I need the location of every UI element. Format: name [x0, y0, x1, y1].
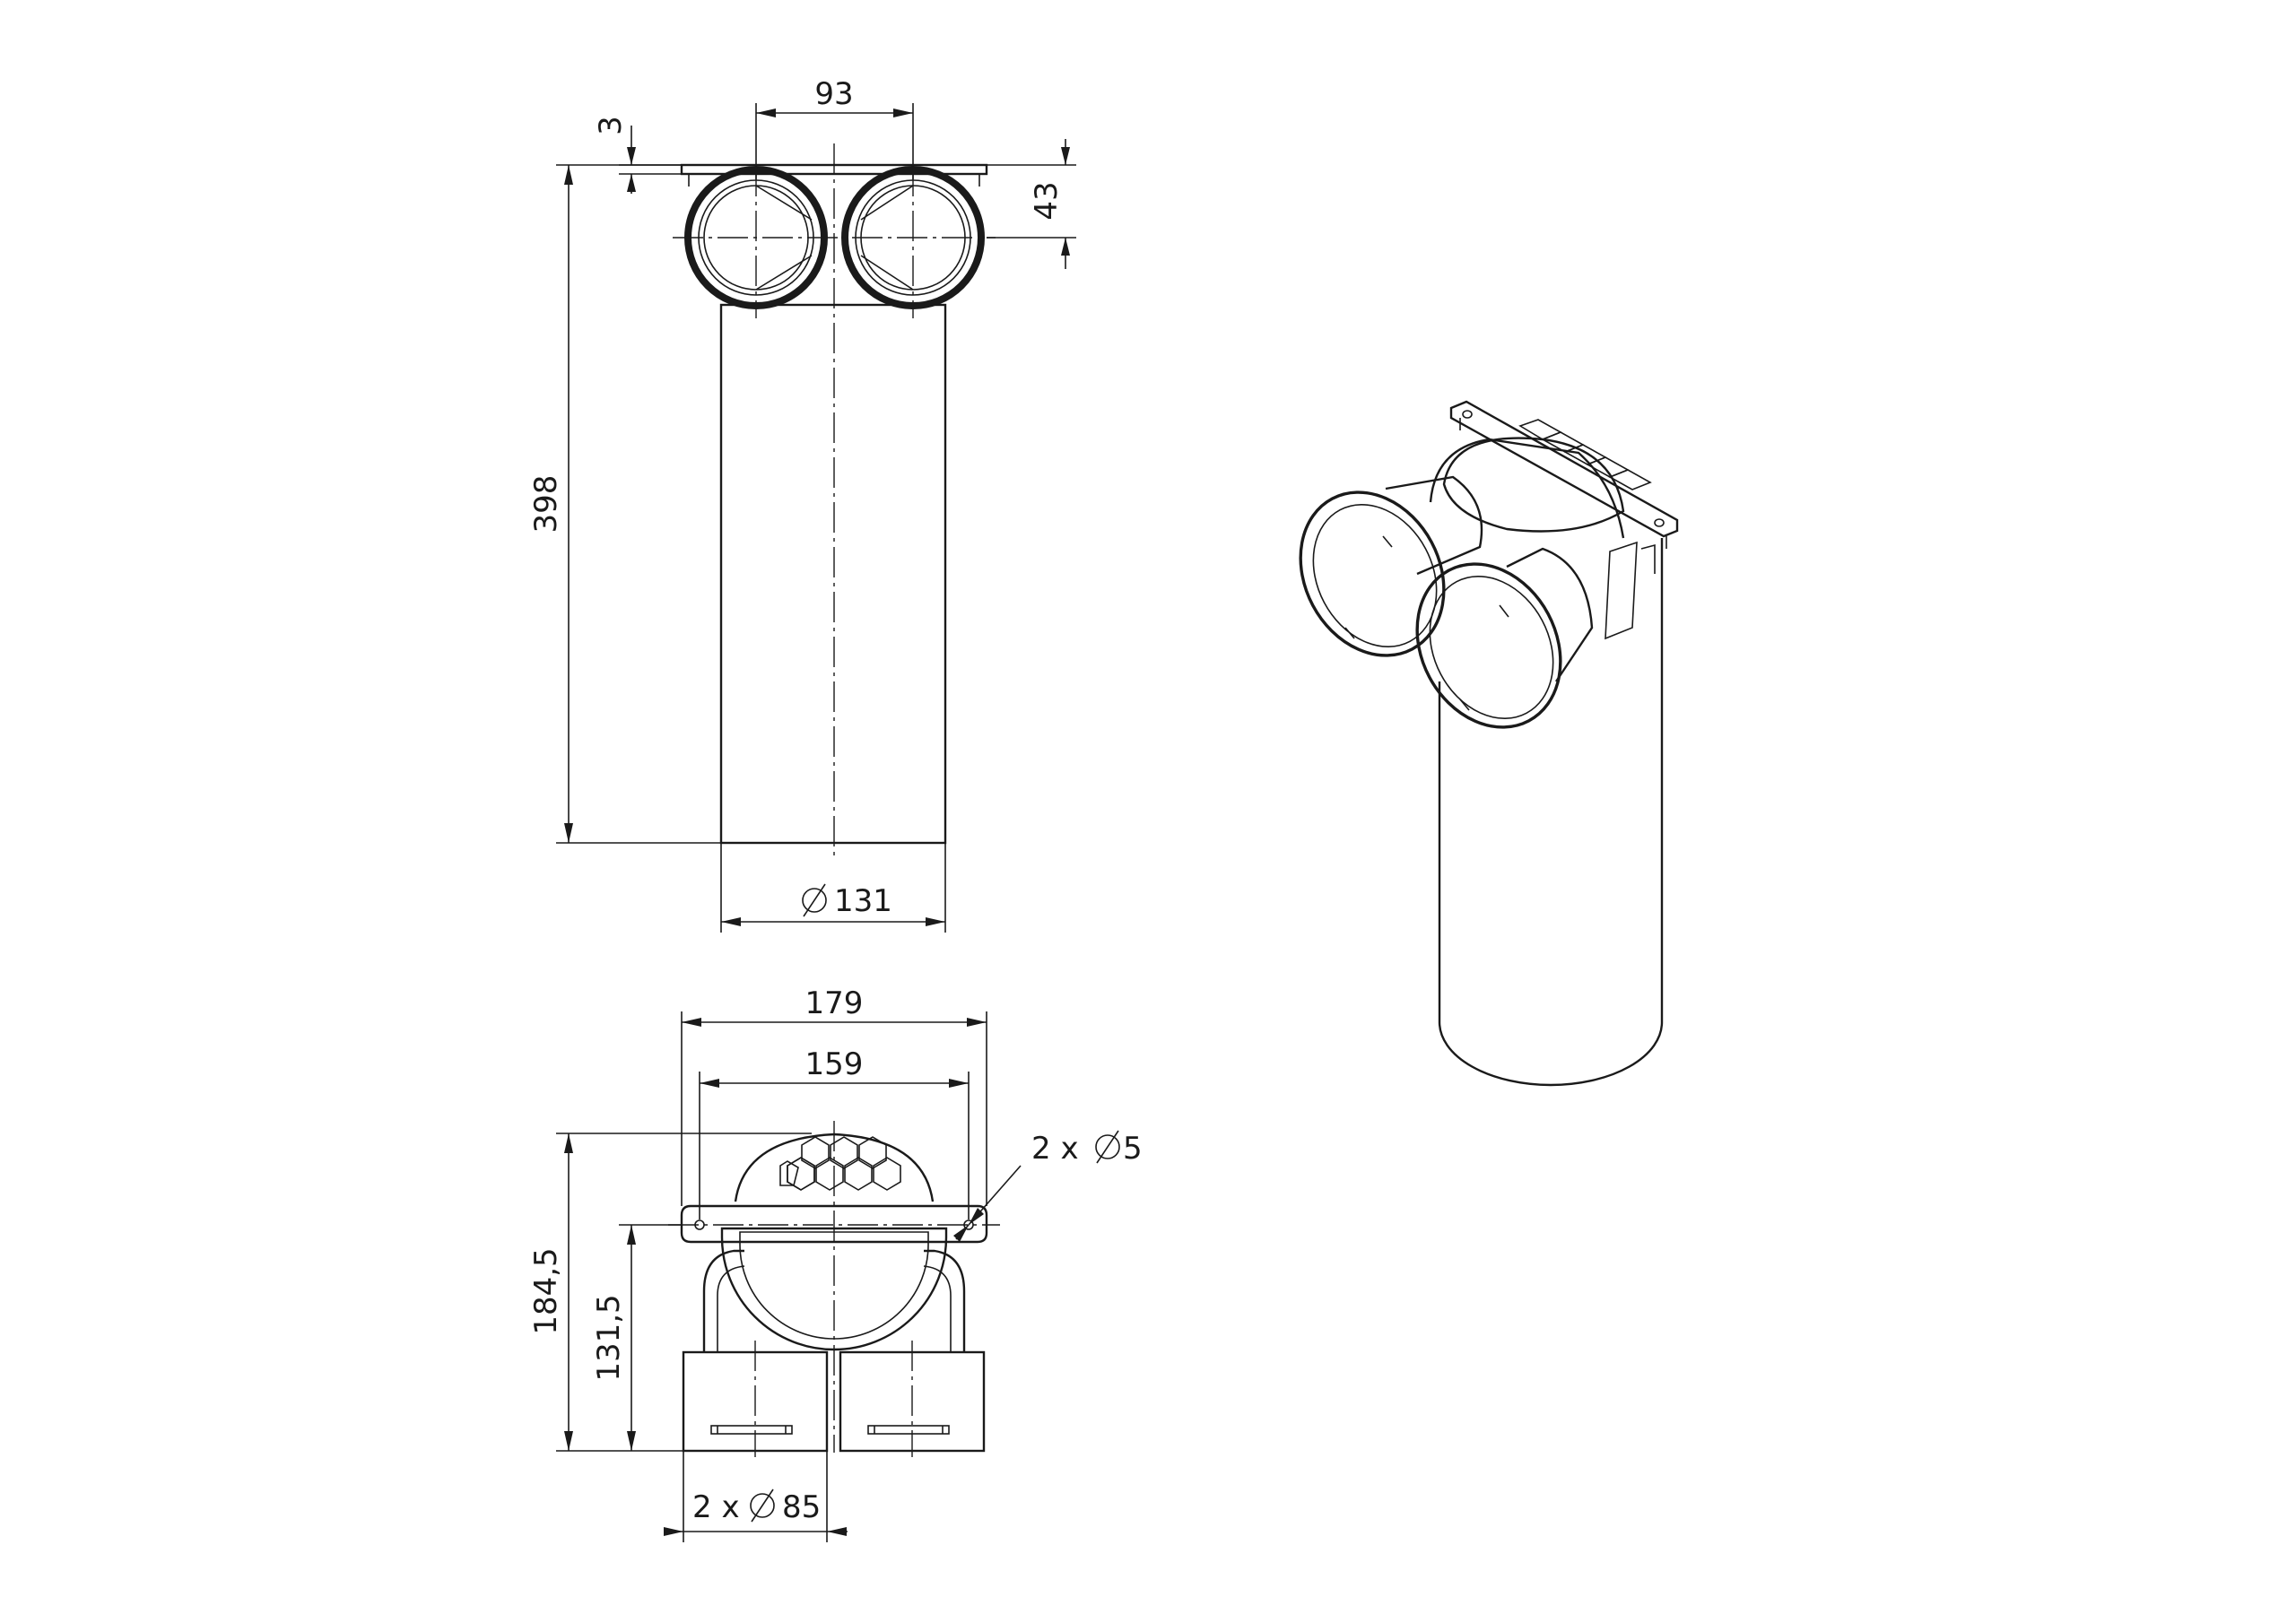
dim-overall-width: 179	[681, 985, 987, 1206]
dim-outlets-count: 2 x	[692, 1489, 740, 1525]
dim-outlet-diameter: 2 x 85	[664, 1451, 848, 1542]
iso-dome	[1442, 437, 1625, 533]
dim-overall-height-label: 184,5	[528, 1247, 564, 1334]
diameter-symbol	[802, 883, 827, 917]
iso-flange	[1449, 400, 1679, 538]
hex-grille	[779, 1136, 901, 1191]
diameter-symbol	[750, 1488, 775, 1523]
iso-outlet-right	[1415, 547, 1594, 729]
main-tube	[719, 303, 947, 845]
dim-axis-height-label: 131,5	[591, 1294, 627, 1381]
iso-main-tube	[1438, 538, 1664, 1087]
slot-right	[867, 1425, 950, 1435]
dim-pitch: 93	[755, 76, 914, 179]
body-ring-outer	[720, 1227, 948, 1351]
diameter-symbol	[1095, 1130, 1120, 1164]
dim-holes-count: 2 x	[1031, 1131, 1079, 1167]
dim-length: 398	[528, 164, 721, 844]
dim-outlet-height: 43	[987, 139, 1076, 269]
dim-holes-dia: 5	[1123, 1131, 1143, 1167]
isometric-view	[1299, 400, 1679, 1087]
side-view: 179 159 2 x 5	[528, 985, 1143, 1542]
dim-overall-height: 184,5	[528, 1133, 812, 1452]
dim-pitch-label: 93	[814, 76, 853, 112]
slot-left	[710, 1425, 793, 1435]
dim-overall-width-label: 179	[805, 985, 864, 1021]
dim-flange-thickness: 3	[593, 116, 682, 194]
dim-flange-width-label: 159	[805, 1046, 864, 1082]
dim-diameter: 131	[720, 843, 946, 933]
dim-length-label: 398	[528, 475, 564, 534]
dim-flange-label: 3	[593, 116, 629, 135]
iso-outlet-left	[1299, 475, 1483, 657]
dim-flange-width: 159	[699, 1046, 970, 1219]
body-ring-inner	[739, 1231, 929, 1340]
iso-grille	[1518, 419, 1652, 490]
dim-outlets-dia: 85	[782, 1489, 821, 1525]
side-flange	[680, 1204, 988, 1244]
dim-diameter-label: 131	[834, 883, 892, 919]
dim-holes: 2 x 5	[953, 1130, 1143, 1242]
front-view: 93 3 43 398	[528, 76, 1076, 933]
dim-axis-height: 131,5	[591, 1224, 682, 1451]
dim-outlet-height-label: 43	[1029, 181, 1065, 220]
